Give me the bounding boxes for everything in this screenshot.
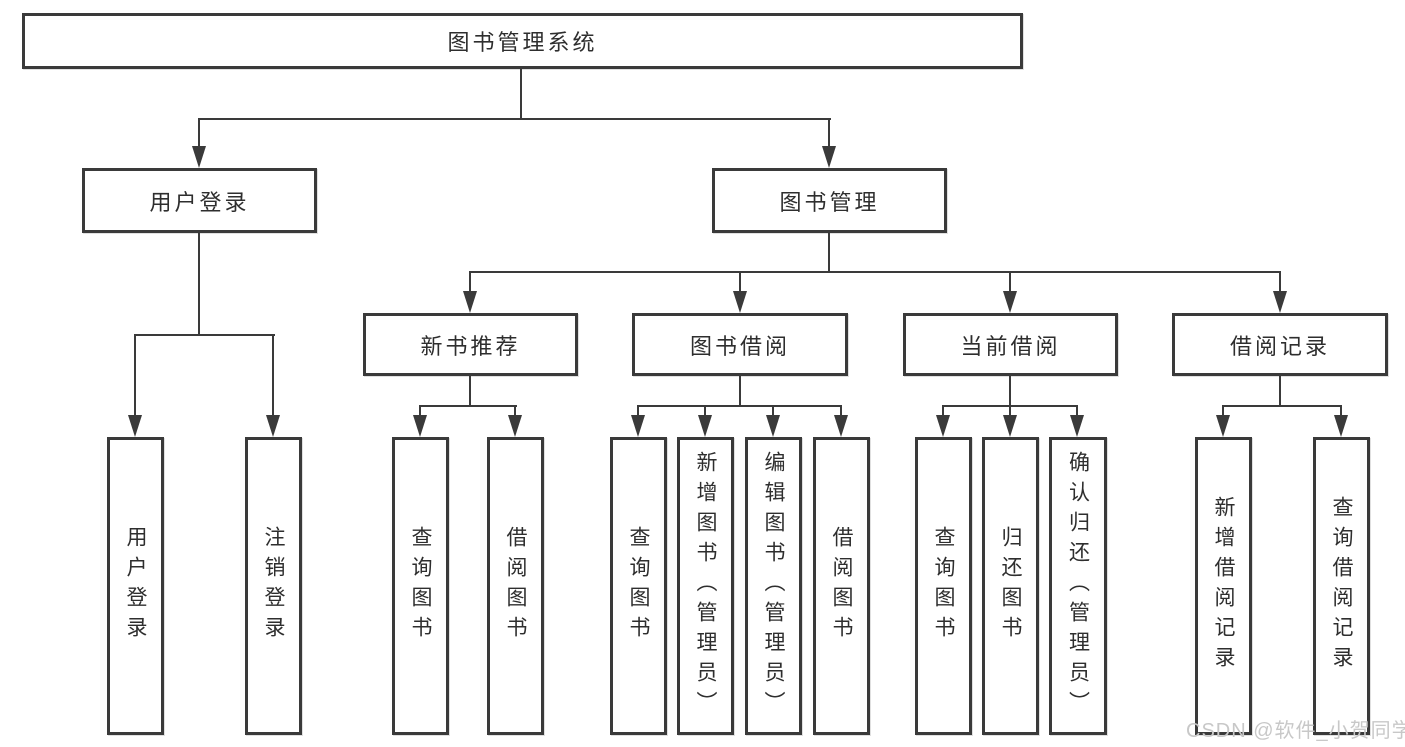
leaf-edit-book-admin: 编辑图书（管理员） xyxy=(745,437,802,735)
node-current-borrow: 当前借阅 xyxy=(903,313,1118,376)
arrowhead-down-icon xyxy=(1070,415,1084,437)
csdn-watermark: CSDN @软件_小贺同学 xyxy=(1186,720,1405,742)
leaf-user-login: 用户登录 xyxy=(107,437,164,735)
arrowhead-down-icon xyxy=(192,146,206,168)
connector-line xyxy=(198,118,200,150)
connector-line xyxy=(1009,405,1011,419)
leaf-borrow-book-recommend: 借阅图书 xyxy=(487,437,544,735)
connector-line xyxy=(469,271,471,293)
arrowhead-down-icon xyxy=(463,291,477,313)
arrowhead-down-icon xyxy=(766,415,780,437)
connector-line xyxy=(1076,405,1078,419)
leaf-query-borrow-record: 查询借阅记录 xyxy=(1313,437,1370,735)
connector-line xyxy=(134,334,275,336)
leaf-query-book-recommend: 查询图书 xyxy=(392,437,449,735)
connector-line xyxy=(840,405,842,419)
connector-line xyxy=(828,233,830,273)
connector-line xyxy=(1009,271,1011,293)
arrowhead-down-icon xyxy=(1003,291,1017,313)
leaf-return-book: 归还图书 xyxy=(982,437,1039,735)
arrowhead-down-icon xyxy=(1003,415,1017,437)
connector-line xyxy=(198,118,831,120)
connector-line xyxy=(1222,405,1342,407)
arrowhead-down-icon xyxy=(698,415,712,437)
node-new-book-recommend: 新书推荐 xyxy=(363,313,578,376)
connector-line xyxy=(739,376,741,407)
connector-line xyxy=(1009,376,1011,407)
connector-line xyxy=(704,405,706,419)
connector-line xyxy=(272,334,274,418)
node-borrow-records: 借阅记录 xyxy=(1172,313,1388,376)
connector-line xyxy=(828,118,830,150)
connector-line xyxy=(469,376,471,407)
connector-line xyxy=(419,405,421,419)
connector-line xyxy=(134,334,136,418)
arrowhead-down-icon xyxy=(508,415,522,437)
arrowhead-down-icon xyxy=(822,146,836,168)
connector-line xyxy=(1222,405,1224,419)
connector-line xyxy=(198,233,200,336)
connector-line xyxy=(514,405,516,419)
leaf-borrow-book: 借阅图书 xyxy=(813,437,870,735)
arrowhead-down-icon xyxy=(936,415,950,437)
leaf-add-book-admin: 新增图书（管理员） xyxy=(677,437,734,735)
arrowhead-down-icon xyxy=(128,415,142,437)
connector-line xyxy=(520,69,522,120)
node-root-system: 图书管理系统 xyxy=(22,13,1023,69)
connector-line xyxy=(469,271,1281,273)
arrowhead-down-icon xyxy=(413,415,427,437)
leaf-confirm-return-admin: 确认归还（管理员） xyxy=(1049,437,1107,735)
connector-line xyxy=(739,271,741,293)
arrowhead-down-icon xyxy=(1334,415,1348,437)
connector-line xyxy=(772,405,774,419)
connector-line xyxy=(637,405,639,419)
connector-line xyxy=(637,405,842,407)
connector-line xyxy=(419,405,517,407)
arrowhead-down-icon xyxy=(266,415,280,437)
arrowhead-down-icon xyxy=(834,415,848,437)
connector-line xyxy=(1279,271,1281,293)
arrowhead-down-icon xyxy=(1216,415,1230,437)
leaf-logout: 注销登录 xyxy=(245,437,302,735)
arrowhead-down-icon xyxy=(733,291,747,313)
leaf-query-book-current: 查询图书 xyxy=(915,437,972,735)
node-book-management: 图书管理 xyxy=(712,168,947,233)
arrowhead-down-icon xyxy=(1273,291,1287,313)
leaf-add-borrow-record: 新增借阅记录 xyxy=(1195,437,1252,735)
arrowhead-down-icon xyxy=(631,415,645,437)
connector-line xyxy=(942,405,944,419)
connector-line xyxy=(1340,405,1342,419)
node-book-borrow: 图书借阅 xyxy=(632,313,848,376)
connector-line xyxy=(1279,376,1281,407)
leaf-query-book-borrow: 查询图书 xyxy=(610,437,667,735)
node-user-login: 用户登录 xyxy=(82,168,317,233)
